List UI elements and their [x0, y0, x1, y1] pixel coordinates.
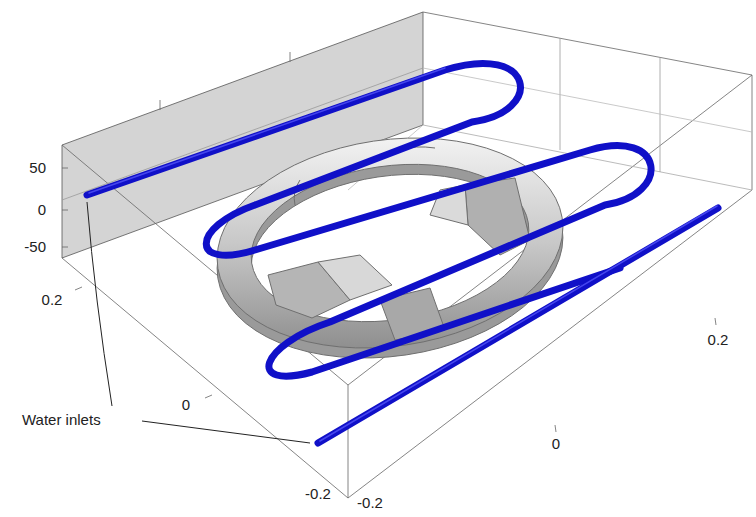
axis-tick-label: -50: [24, 239, 46, 256]
callout-label: Water inlets: [22, 412, 101, 429]
axis-tick-label: 0: [182, 397, 190, 414]
axis-tick-label: 0.2: [42, 292, 63, 309]
axis-tick-label: 0: [38, 202, 46, 219]
bounding-box: [62, 12, 752, 498]
axis-tick-label: -0.2: [357, 495, 383, 512]
cooling-channel: [87, 63, 718, 443]
leader-line: [87, 202, 310, 443]
axis-tick-label: -0.2: [305, 486, 331, 503]
axis-tick-label: 0.2: [708, 332, 729, 349]
axis-tick-label: 50: [29, 160, 46, 177]
axis-tick-label: 0: [552, 436, 560, 453]
